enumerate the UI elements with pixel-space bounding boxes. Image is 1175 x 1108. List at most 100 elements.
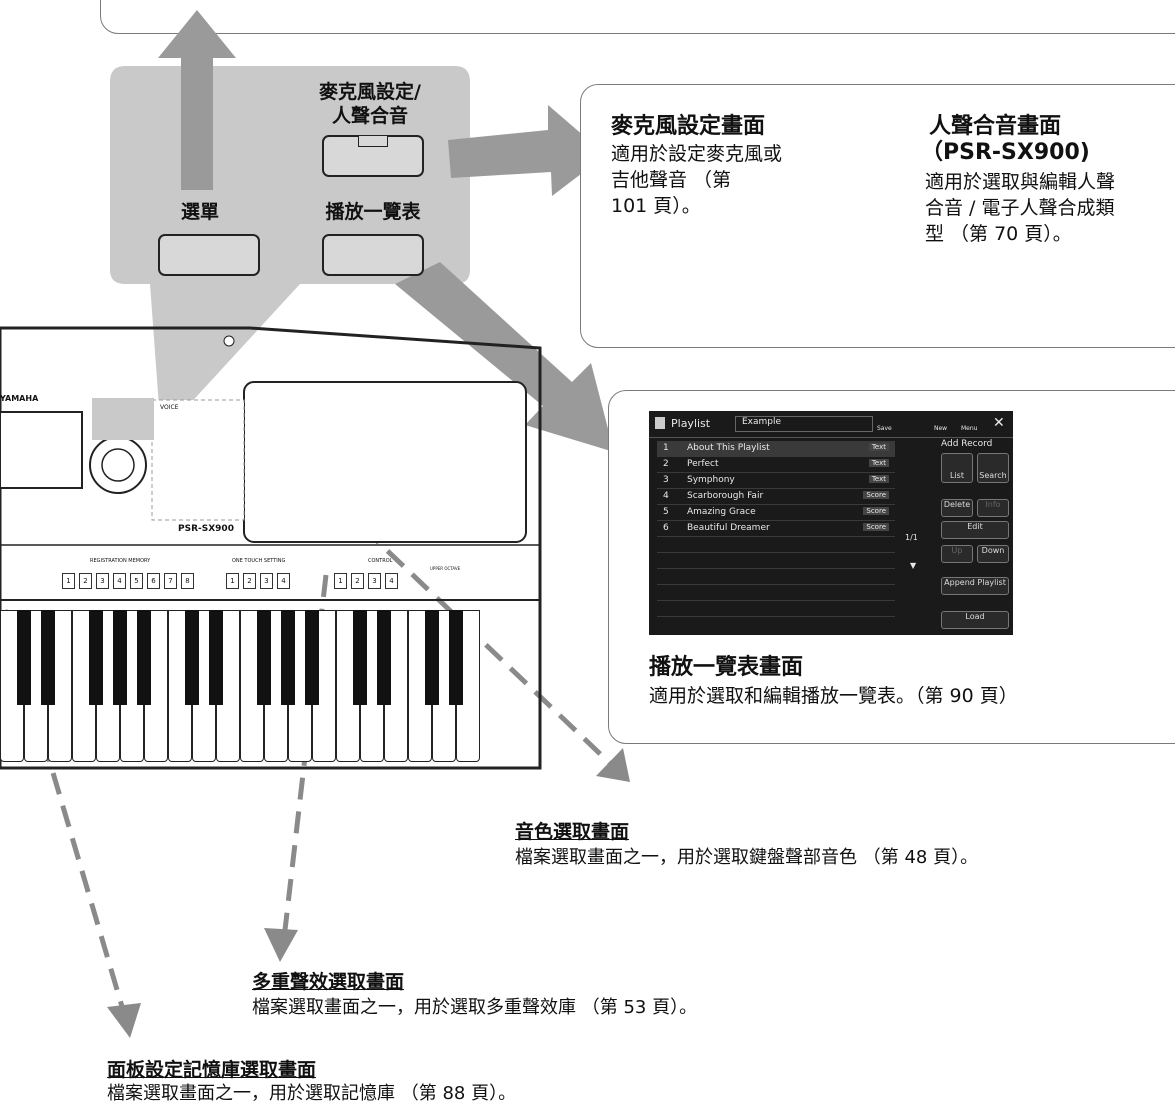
menu-button-screen[interactable]: Menu [961, 425, 978, 432]
table-row [657, 537, 895, 553]
ots-button[interactable]: 2 [243, 573, 256, 589]
music-rest [243, 381, 527, 543]
menu-button[interactable] [158, 234, 260, 276]
reg-button[interactable]: 1 [62, 573, 75, 589]
up-button[interactable]: Up [941, 545, 973, 563]
scroll-down-icon[interactable]: ▼ [910, 561, 917, 570]
table-row [657, 585, 895, 601]
voice-label: VOICE [160, 404, 179, 411]
black-key[interactable] [305, 610, 319, 705]
search-button-label: Search [979, 471, 1007, 480]
reg-button[interactable]: 8 [181, 573, 194, 589]
table-row[interactable]: 6 Beautiful Dreamer Score [657, 521, 895, 537]
page-indicator: 1/1 [905, 533, 918, 542]
black-key[interactable] [257, 610, 271, 705]
keyboard-outline [0, 326, 542, 770]
row-number: 1 [663, 443, 669, 453]
vocal-callout-body: 適用於選取與編輯人聲 合音 / 電子人聲合成類 型 （第 70 頁）。 [925, 171, 1116, 245]
upper-octave-label: UPPER OCTAVE [430, 566, 461, 571]
reg-button[interactable]: 2 [79, 573, 92, 589]
delete-button-label: Delete [943, 500, 971, 509]
vocal-callout-title: 人聲合音畫面 [929, 114, 1062, 139]
ots-button[interactable]: 3 [260, 573, 273, 589]
reg-button[interactable]: 6 [147, 573, 160, 589]
append-playlist-button[interactable]: Append Playlist [941, 577, 1009, 595]
black-key[interactable] [137, 610, 151, 705]
table-row[interactable]: 2 Perfect Text [657, 457, 895, 473]
regist-caption-body: 檔案選取畫面之一，用於選取記憶庫 （第 88 頁）。 [107, 1083, 517, 1104]
up-button-label: Up [951, 546, 963, 555]
row-number: 5 [663, 507, 669, 517]
new-button[interactable]: New [934, 425, 948, 432]
button-panel-voice [151, 399, 245, 521]
reg-button[interactable]: 3 [96, 573, 109, 589]
mic-button-label: 麥克風設定/ 人聲合音 [319, 81, 421, 127]
table-row [657, 569, 895, 585]
panel-screw [223, 335, 235, 347]
playlist-button-label: 播放一覽表 [325, 201, 421, 223]
row-name: Scarborough Fair [687, 491, 764, 501]
save-button[interactable]: Save [877, 425, 892, 432]
regist-caption-title: 面板設定記憶庫選取畫面 [107, 1059, 317, 1081]
control-button[interactable]: 1 [334, 573, 347, 589]
info-button[interactable]: Info [977, 499, 1009, 517]
load-button[interactable]: Load [941, 611, 1009, 629]
playlist-arrow [395, 262, 614, 452]
multipad-caption-body: 檔案選取畫面之一，用於選取多重聲效庫 （第 53 頁）。 [252, 997, 698, 1018]
brand-logo: YAMAHA [0, 394, 39, 403]
control-button[interactable]: 4 [385, 573, 398, 589]
mic-callout-title: 麥克風設定畫面 [611, 114, 766, 139]
black-key[interactable] [17, 610, 31, 705]
edit-button[interactable]: Edit [941, 521, 1009, 539]
down-button[interactable]: Down [977, 545, 1009, 563]
mic-callout-body: 適用於設定麥克風或 吉他聲音 （第 101 頁）。 [611, 143, 783, 217]
vocal-callout-model: （PSR-SX900) [921, 140, 1090, 165]
black-key[interactable] [425, 610, 439, 705]
ots-button[interactable]: 4 [277, 573, 290, 589]
black-key[interactable] [41, 610, 55, 705]
row-name: About This Playlist [687, 443, 770, 453]
mic-arrow [448, 105, 606, 196]
ots-label: ONE TOUCH SETTING [232, 558, 286, 564]
list-button[interactable]: List [941, 453, 973, 483]
table-row[interactable]: 1 About This Playlist Text [657, 441, 895, 457]
control-label: CONTROL [368, 558, 393, 564]
list-button-label: List [950, 471, 964, 480]
control-button[interactable]: 3 [368, 573, 381, 589]
row-tag: Score [863, 491, 889, 499]
down-button-label: Down [981, 546, 1005, 555]
playlist-button[interactable] [322, 234, 424, 276]
black-key[interactable] [281, 610, 295, 705]
black-key[interactable] [113, 610, 127, 705]
search-button[interactable]: Search [977, 453, 1009, 483]
row-number: 6 [663, 523, 669, 533]
multipad-caption-title: 多重聲效選取畫面 [252, 971, 405, 993]
table-row[interactable]: 5 Amazing Grace Score [657, 505, 895, 521]
mic-callout-box: 麥克風設定畫面 適用於設定麥克風或 吉他聲音 （第 101 頁）。 人聲合音畫面… [580, 84, 1175, 348]
black-key[interactable] [209, 610, 223, 705]
append-playlist-label: Append Playlist [944, 578, 1006, 587]
top-frame [100, 0, 1175, 34]
control-button[interactable]: 2 [351, 573, 364, 589]
regist-arrowhead [107, 1003, 141, 1038]
black-key[interactable] [353, 610, 367, 705]
mic-button[interactable] [322, 135, 424, 177]
table-row[interactable]: 3 Symphony Text [657, 473, 895, 489]
highlighted-panel [92, 398, 154, 440]
black-key[interactable] [449, 610, 463, 705]
table-row [657, 601, 895, 617]
black-key[interactable] [185, 610, 199, 705]
voice-caption-body: 檔案選取畫面之一，用於選取鍵盤聲部音色 （第 48 頁）。 [515, 847, 979, 868]
playlist-name-field[interactable]: Example [735, 416, 873, 432]
black-key[interactable] [89, 610, 103, 705]
reg-button[interactable]: 7 [164, 573, 177, 589]
reg-button[interactable]: 4 [113, 573, 126, 589]
table-row[interactable]: 4 Scarborough Fair Score [657, 489, 895, 505]
close-icon[interactable]: ✕ [993, 415, 1005, 431]
black-key[interactable] [377, 610, 391, 705]
row-tag: Score [863, 523, 889, 531]
delete-button[interactable]: Delete [941, 499, 973, 517]
reg-button[interactable]: 5 [130, 573, 143, 589]
ots-button[interactable]: 1 [226, 573, 239, 589]
playlist-screen: Playlist Example Save New Menu ✕ 1 About… [649, 411, 1013, 635]
